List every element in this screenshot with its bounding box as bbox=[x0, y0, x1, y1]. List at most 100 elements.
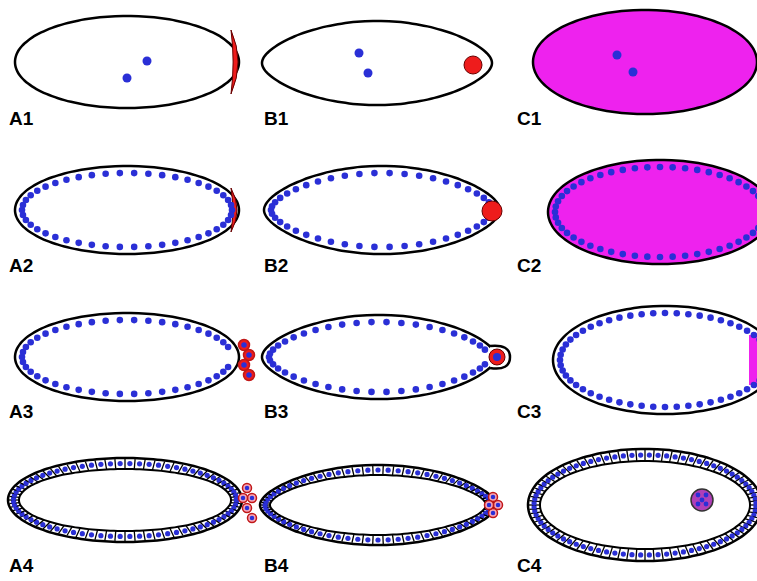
nucleus-dot bbox=[386, 170, 393, 177]
cell-wall bbox=[323, 530, 327, 538]
nucleus-dot bbox=[481, 195, 488, 202]
nucleus-dot bbox=[147, 533, 152, 538]
nucleus-dot bbox=[117, 170, 124, 177]
cell-wall bbox=[323, 472, 327, 480]
nucleus-dot bbox=[98, 462, 103, 467]
nucleus-dot bbox=[621, 551, 626, 556]
nucleus-dot bbox=[707, 314, 714, 321]
nucleus-dot bbox=[145, 243, 152, 250]
cell-wall bbox=[352, 467, 354, 476]
nucleus-dot bbox=[326, 472, 331, 477]
nucleus-dot bbox=[34, 187, 41, 194]
nucleus-dot bbox=[474, 190, 481, 197]
nucleus-dot bbox=[596, 393, 603, 400]
nucleus-dot bbox=[570, 183, 577, 190]
nucleus-dot bbox=[564, 230, 571, 237]
nucleus-dot bbox=[98, 533, 103, 538]
cell-wall bbox=[161, 461, 164, 470]
nucleus-dot bbox=[328, 238, 335, 245]
cell-wall bbox=[661, 548, 663, 559]
nucleus-dot bbox=[727, 320, 734, 327]
nucleus-dot bbox=[716, 246, 723, 253]
nucleus-dot bbox=[726, 242, 733, 249]
nucleus-dot bbox=[735, 179, 742, 186]
nucleus-dot bbox=[669, 164, 676, 171]
nucleus-dot bbox=[52, 180, 59, 187]
panel-label: A2 bbox=[8, 256, 34, 275]
nucleus-dot bbox=[184, 237, 191, 244]
nucleus-dot bbox=[405, 469, 410, 474]
nucleus-dot bbox=[386, 244, 393, 251]
nucleus-dot bbox=[581, 461, 586, 466]
nucleus-dot bbox=[596, 548, 601, 553]
nucleus-dot bbox=[493, 353, 501, 361]
cell-wall bbox=[332, 470, 336, 478]
nucleus-dot bbox=[172, 174, 179, 181]
nucleus-dot bbox=[750, 230, 757, 237]
cell-wall bbox=[372, 535, 374, 544]
nucleus-dot bbox=[597, 172, 604, 179]
nucleus-dot bbox=[685, 403, 692, 410]
cell-layer-inner bbox=[19, 469, 231, 531]
cell-wall bbox=[134, 531, 136, 541]
nucleus-dot bbox=[365, 537, 370, 542]
nucleus-dot bbox=[439, 381, 446, 388]
nucleus-dot bbox=[75, 321, 82, 328]
nucleus-dot bbox=[756, 377, 757, 384]
panel-label: B3 bbox=[263, 402, 289, 421]
nucleus-dot bbox=[673, 310, 680, 317]
nucleus-dot bbox=[275, 342, 282, 349]
nucleus-dot bbox=[482, 201, 502, 221]
nucleus-dot bbox=[587, 323, 594, 330]
nucleus-dot bbox=[23, 197, 30, 204]
cell-wall bbox=[134, 459, 136, 469]
nucleus-dot bbox=[371, 170, 378, 177]
nucleus-dot bbox=[744, 386, 751, 393]
nucleus-dot bbox=[355, 537, 360, 542]
nucleus-dot bbox=[451, 377, 458, 384]
cell-wall bbox=[429, 472, 433, 480]
nucleus-dot bbox=[102, 317, 109, 324]
cell-wall bbox=[170, 463, 174, 472]
nucleus-dot bbox=[309, 476, 314, 481]
nucleus-dot bbox=[225, 217, 232, 224]
cell-wall bbox=[152, 460, 155, 470]
nucleus-dot bbox=[487, 503, 492, 508]
nucleus-dot bbox=[461, 334, 468, 341]
embryo-outline bbox=[553, 306, 757, 414]
nucleus-dot bbox=[751, 332, 757, 339]
nucleus-dot bbox=[34, 334, 41, 341]
nucleus-dot bbox=[567, 466, 572, 471]
nucleus-dot bbox=[156, 532, 161, 537]
cell-wall bbox=[124, 531, 125, 541]
nucleus-dot bbox=[580, 386, 587, 393]
nucleus-dot bbox=[705, 169, 712, 176]
nucleus-dot bbox=[75, 174, 82, 181]
nucleus-dot bbox=[669, 253, 676, 260]
nucleus-dot bbox=[293, 186, 300, 193]
nucleus-dot bbox=[685, 311, 692, 318]
nucleus-dot bbox=[657, 164, 664, 171]
cell-wall bbox=[362, 535, 363, 544]
nucleus-dot bbox=[131, 244, 138, 251]
nucleus-dot bbox=[118, 461, 123, 466]
cell-wall bbox=[618, 548, 621, 559]
nucleus-dot bbox=[131, 170, 138, 177]
nucleus-dot bbox=[190, 468, 195, 473]
nucleus-dot bbox=[246, 372, 252, 378]
nucleus-dot bbox=[325, 324, 332, 331]
nucleus-dot bbox=[123, 74, 132, 83]
nucleus-dot bbox=[735, 239, 742, 246]
embryo-outline bbox=[15, 16, 239, 108]
nucleus-dot bbox=[612, 551, 617, 556]
nucleus-dot bbox=[629, 453, 634, 458]
nucleus-dot bbox=[454, 182, 461, 189]
nucleus-dot bbox=[450, 478, 455, 483]
cell-wall bbox=[661, 451, 663, 462]
nucleus-dot bbox=[696, 401, 703, 408]
nucleus-dot bbox=[689, 457, 694, 462]
nucleus-dot bbox=[301, 377, 308, 384]
nucleus-dot bbox=[443, 235, 450, 242]
cell-wall bbox=[95, 530, 98, 540]
